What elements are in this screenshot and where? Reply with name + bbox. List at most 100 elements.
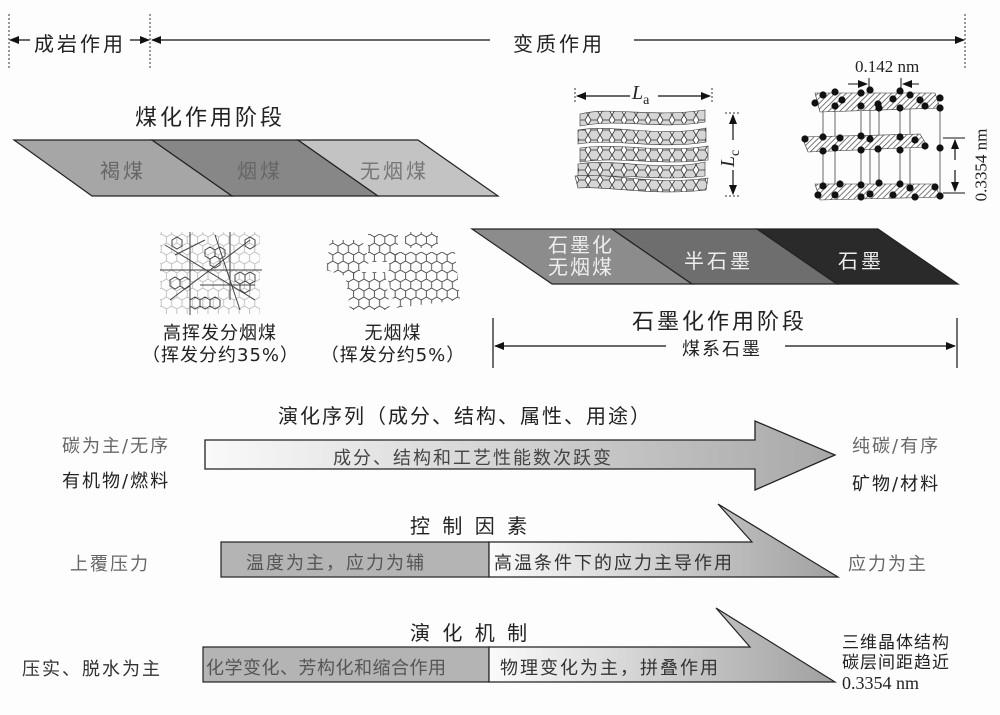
carbon-atom	[906, 184, 914, 192]
evolution-sequence-title: 演化序列（成分、结构、属性、用途）	[278, 404, 652, 428]
lc-label: Lc	[717, 150, 744, 167]
stage-bituminous-label: 烟煤	[237, 159, 283, 183]
stage-graphite-shape	[755, 228, 960, 285]
stage-anthracite-shape	[296, 139, 500, 197]
evolution-right-line2: 矿物/材料	[852, 474, 941, 495]
carbon-atom	[831, 191, 839, 199]
graphitization-stage-title: 石墨化作用阶段	[632, 310, 808, 335]
carbon-atom	[857, 89, 865, 97]
evolution-left-line2: 有机物/燃料	[62, 471, 171, 492]
evolution-left-line1: 碳为主/无序	[62, 436, 171, 457]
mechanism-right-line3: 0.3354 nm	[842, 673, 920, 693]
control-factors-title: 控 制 因 素	[410, 514, 531, 538]
carbon-atom	[857, 102, 865, 110]
carbon-atom	[866, 135, 874, 143]
mechanism-right-line1: 三维晶体结构	[842, 633, 950, 653]
carbon-atom	[811, 99, 819, 107]
diagenesis-label: 成岩作用	[34, 32, 126, 56]
carbon-atom	[916, 96, 924, 104]
carbon-atom	[866, 190, 874, 198]
carbon-atom	[838, 96, 846, 104]
coal-measure-graphite-label: 煤系石墨	[682, 339, 762, 360]
carbon-atom	[931, 183, 939, 191]
anthracite-caption-line2: （挥发分约5%）	[320, 345, 466, 366]
control-factor-segment2-arrow	[488, 503, 841, 578]
la-label: La	[632, 82, 649, 109]
carbon-atom	[857, 146, 865, 154]
mechanism-segment2-arrow	[488, 607, 838, 683]
mechanism-left-label: 压实、脱水为主	[22, 659, 162, 680]
la-symbol: L	[632, 82, 644, 104]
carbon-atom	[896, 87, 904, 95]
carbon-atom	[857, 181, 865, 189]
la-subscript: a	[643, 93, 650, 108]
carbon-atom	[936, 94, 944, 102]
carbon-atom	[874, 145, 882, 153]
mechanism-right-label: 三维晶体结构 碳层间距趋近 0.3354 nm	[842, 633, 950, 693]
stage-graphitized-anthracite-label: 石墨化 无烟煤	[548, 234, 614, 278]
control-left-label: 上覆压力	[70, 554, 150, 575]
carbon-atom	[819, 147, 827, 155]
anthracite-molecular-structure	[326, 232, 460, 310]
carbon-atom	[819, 182, 827, 190]
crystallite-schematic	[574, 88, 741, 197]
carbon-atom	[936, 192, 944, 200]
evolution-arrow-text: 成分、结构和工艺性能数次跃变	[333, 448, 613, 469]
carbon-atom	[896, 146, 904, 154]
stage-semi-graphite-label: 半石墨	[684, 249, 753, 273]
mechanism-segment2-text: 物理变化为主，拼叠作用	[500, 658, 720, 679]
carbon-atom	[831, 102, 839, 110]
carbon-atom	[936, 104, 944, 112]
stage-graphite-label: 石墨	[838, 249, 884, 273]
mechanism-segment1-text: 化学变化、芳构化和缩合作用	[206, 658, 447, 679]
bituminous-structure-caption: 高挥发分烟煤 （挥发分约35%）	[142, 323, 298, 367]
carbon-atom	[857, 132, 865, 140]
graphite-lattice	[801, 78, 965, 201]
carbon-atom	[836, 134, 844, 142]
bituminous-caption-line2: （挥发分约35%）	[142, 345, 300, 366]
carbon-atom	[814, 191, 822, 199]
control-right-label: 应力为主	[848, 554, 928, 575]
carbon-atom	[906, 91, 914, 99]
control-segment2-text: 高温条件下的应力主导作用	[494, 553, 734, 574]
carbon-atom	[921, 142, 929, 150]
carbon-atom	[936, 144, 944, 152]
carbon-atom	[896, 133, 904, 141]
lc-subscript: c	[728, 149, 744, 157]
carbon-atom	[911, 136, 919, 144]
anthracite-caption-line1: 无烟煤	[364, 323, 422, 344]
carbon-atom	[866, 86, 874, 94]
bituminous-caption-line1: 高挥发分烟煤	[163, 323, 277, 344]
bituminous-molecular-structure	[160, 232, 262, 315]
evolution-sequence-arrow	[204, 420, 837, 491]
graphitized-anthracite-line2: 无烟煤	[548, 255, 614, 279]
carbon-atom	[857, 193, 865, 201]
carbon-atom	[911, 193, 919, 201]
lc-symbol: L	[717, 156, 740, 168]
control-segment1-text: 温度为主，应力为辅	[246, 553, 426, 574]
coalification-stage-title: 煤化作用阶段	[135, 106, 286, 131]
carbon-atom	[831, 144, 839, 152]
stage-lignite-label: 褐煤	[100, 159, 146, 183]
mechanism-right-line2: 碳层间距趋近	[842, 653, 950, 673]
anthracite-structure-caption: 无烟煤 （挥发分约5%）	[318, 323, 468, 367]
carbon-atom	[801, 135, 809, 143]
carbon-atom	[889, 191, 897, 199]
carbon-atom	[896, 180, 904, 188]
carbon-atom	[889, 95, 897, 103]
bond-length-label: 0.142 nm	[855, 57, 920, 76]
evolution-right-line1: 纯碳/有序	[852, 436, 941, 457]
carbon-atom	[875, 104, 883, 112]
graphitized-anthracite-line1: 石墨化	[548, 233, 614, 257]
metamorphism-label: 变质作用	[513, 32, 605, 56]
carbon-atom	[896, 104, 904, 112]
carbon-atom	[819, 91, 827, 99]
carbon-atom	[921, 102, 929, 110]
carbon-atom	[819, 133, 827, 141]
mechanism-title: 演 化 机 制	[410, 621, 531, 645]
carbon-atom	[831, 88, 839, 96]
interlayer-spacing-label: 0.3354 nm	[971, 128, 991, 202]
carbon-atom	[875, 179, 883, 187]
stage-anthracite-label: 无烟煤	[360, 159, 429, 183]
